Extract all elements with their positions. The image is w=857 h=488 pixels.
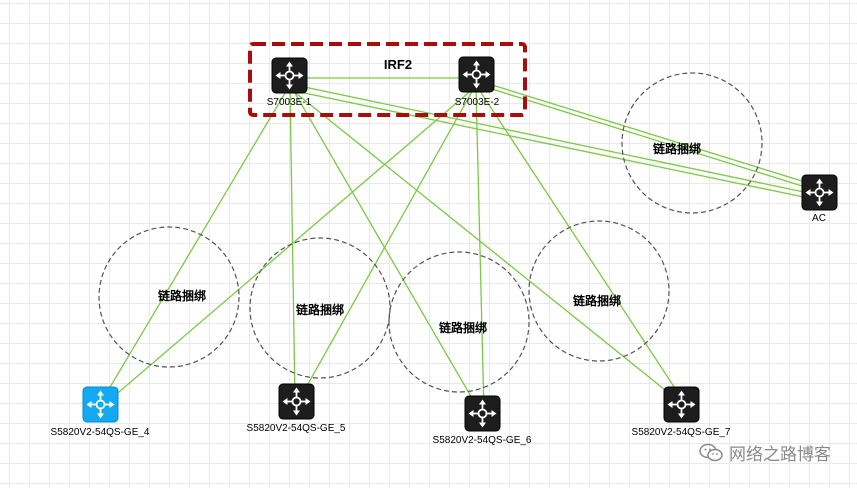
device-s7003e-2[interactable]: S7003E-2 xyxy=(455,56,500,108)
glyph-arrow-head xyxy=(86,401,92,408)
glyph-arrow-head xyxy=(667,401,673,408)
device-ac[interactable]: AC xyxy=(801,174,838,224)
bundle-label: 链路捆绑 xyxy=(573,293,621,308)
glyph-arrow-head xyxy=(479,399,486,405)
glyph-arrow-head xyxy=(690,401,696,408)
glyph-arrow-head xyxy=(479,422,486,428)
link-core1-ge7 xyxy=(291,89,681,403)
bundle-label: 链路捆绑 xyxy=(296,302,344,317)
device-label: S5820V2-54QS-GE_6 xyxy=(433,435,532,446)
glyph-arrow-head xyxy=(462,71,468,78)
device-body xyxy=(82,386,119,423)
link-core2-ge7 xyxy=(477,87,685,403)
glyph-arrow-head xyxy=(485,71,491,78)
link-core2-ac-a xyxy=(475,79,819,187)
device-label: S7003E-1 xyxy=(267,97,312,108)
device-body xyxy=(458,56,495,93)
bundle-label: 链路捆绑 xyxy=(158,288,206,303)
glyph-arrow-head xyxy=(298,72,304,79)
watermark: 网络之路博客 xyxy=(699,440,831,465)
device-label: AC xyxy=(812,213,826,224)
core-switch-icon xyxy=(462,60,491,89)
link-core2-ge6 xyxy=(475,87,485,413)
watermark-text: 网络之路博客 xyxy=(729,445,831,465)
wechat-icon xyxy=(699,443,723,461)
link-core1-ac-a xyxy=(289,83,819,196)
device-s5820v2-54qs-ge-5[interactable]: S5820V2-54QS-GE_5 xyxy=(247,383,346,434)
bundle-label: 链路捆绑 xyxy=(653,141,701,156)
device-label: S5820V2-54QS-GE_7 xyxy=(632,427,731,438)
glyph-arrow-head xyxy=(109,401,115,408)
glyph-arrow-head xyxy=(678,413,685,419)
device-s5820v2-54qs-ge-7[interactable]: S5820V2-54QS-GE_7 xyxy=(632,386,731,438)
glyph-arrow-head xyxy=(275,72,281,79)
glyph-arrow-head xyxy=(491,410,497,417)
glyph-arrow-head xyxy=(816,178,823,184)
glyph-arrow-head xyxy=(805,189,811,196)
core-switch-icon xyxy=(275,61,304,90)
device-label: S7003E-2 xyxy=(455,97,500,108)
glyph-center-ring xyxy=(291,396,302,407)
glyph-arrow-head xyxy=(282,398,288,405)
link-core1-ac-b xyxy=(289,89,819,201)
device-s5820v2-54qs-ge-4[interactable]: S5820V2-54QS-GE_4 xyxy=(51,386,150,438)
bundle-circle xyxy=(98,226,240,368)
bundle-circles-layer xyxy=(98,72,763,393)
bundle-circle xyxy=(388,251,530,393)
link-core2-ge5 xyxy=(298,87,475,401)
glyph-arrow-head xyxy=(678,390,685,396)
glyph-center-ring xyxy=(95,399,106,410)
glyph-arrow-head xyxy=(816,201,823,207)
irf-stack-box xyxy=(248,42,527,117)
glyph-center-ring xyxy=(676,399,687,410)
glyph-arrow-head xyxy=(286,84,293,90)
glyph-arrow-head xyxy=(293,387,300,393)
device-s5820v2-54qs-ge-6[interactable]: S5820V2-54QS-GE_6 xyxy=(433,395,532,446)
switch-icon xyxy=(667,390,696,419)
glyph-center-ring xyxy=(814,187,825,198)
device-body xyxy=(663,386,700,423)
glyph-arrow-head xyxy=(97,413,104,419)
switch-icon xyxy=(282,387,311,416)
device-body xyxy=(464,395,501,432)
glyph-center-ring xyxy=(477,408,488,419)
device-body xyxy=(271,57,308,94)
glyph-arrow-head xyxy=(293,410,300,416)
switch-icon xyxy=(86,390,115,419)
link-core2-ge4 xyxy=(104,87,475,405)
device-label: S5820V2-54QS-GE_4 xyxy=(51,427,150,438)
links-layer xyxy=(99,77,819,413)
link-core1-ge4 xyxy=(99,87,289,405)
glyph-center-ring xyxy=(284,70,295,81)
devices-layer: S7003E-1 S7003E-2 AC S5820V2-54QS-GE_4 S… xyxy=(51,56,838,446)
glyph-arrow-head xyxy=(828,189,834,196)
bundle-labels-layer: 链路捆绑 链路捆绑 链路捆绑 链路捆绑 链路捆绑 xyxy=(158,141,701,335)
glyph-center-ring xyxy=(471,69,482,80)
bundle-circle xyxy=(528,220,670,362)
glyph-arrow-head xyxy=(305,398,311,405)
bundle-label: 链路捆绑 xyxy=(439,320,487,335)
device-s7003e-1[interactable]: S7003E-1 xyxy=(267,57,312,108)
device-body xyxy=(278,383,315,420)
link-core1-ge6 xyxy=(291,87,481,413)
device-body xyxy=(801,174,838,211)
link-core2-ac-b xyxy=(475,83,819,192)
switch-icon xyxy=(468,399,497,428)
irf-label: IRF2 xyxy=(384,57,412,72)
glyph-arrow-head xyxy=(473,60,480,66)
device-label: S5820V2-54QS-GE_5 xyxy=(247,423,346,434)
glyph-arrow-head xyxy=(286,61,293,67)
bundle-circle xyxy=(621,72,763,214)
access-controller-icon xyxy=(805,178,834,207)
glyph-arrow-head xyxy=(97,390,104,396)
glyph-arrow-head xyxy=(473,83,480,89)
glyph-arrow-head xyxy=(468,410,474,417)
